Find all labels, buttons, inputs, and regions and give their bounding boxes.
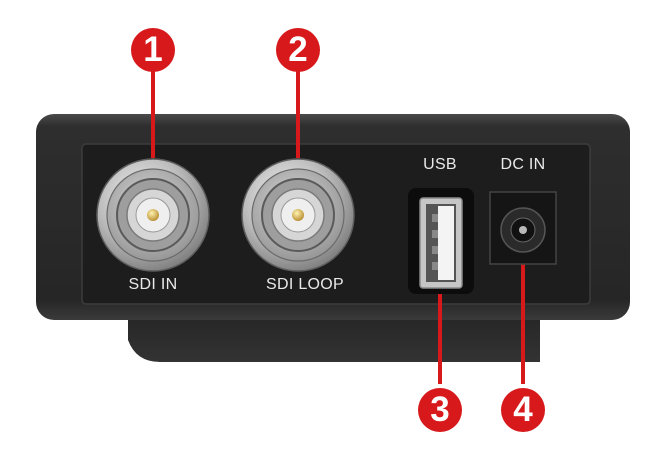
- bnc-connector-sdi-in: [96, 158, 210, 272]
- usb-port: [408, 188, 474, 294]
- callout-marker-2: 2: [276, 28, 320, 72]
- dc-in-jack: [489, 191, 557, 265]
- port-label-sdi-in: SDI IN: [128, 276, 178, 293]
- callout-marker-3: 3: [418, 388, 462, 432]
- port-label-dc-in: DC IN: [500, 156, 546, 173]
- callout-marker-1: 1: [131, 28, 175, 72]
- bnc-connector-sdi-loop: [241, 158, 355, 272]
- port-label-usb: USB: [423, 156, 457, 173]
- port-label-sdi-loop: SDI LOOP: [266, 276, 344, 293]
- callout-marker-4: 4: [501, 388, 545, 432]
